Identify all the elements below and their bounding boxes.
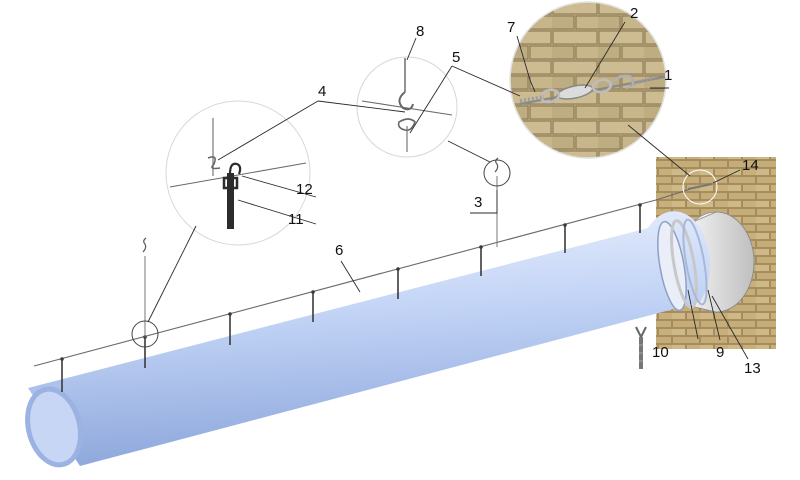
callout-4: 4 — [318, 83, 326, 100]
callout-9: 9 — [716, 344, 724, 361]
callout-3: 3 — [474, 194, 482, 211]
detail-marker-a — [131, 320, 159, 348]
callout-2: 2 — [630, 5, 638, 22]
callout-6: 6 — [335, 242, 343, 259]
callout-13: 13 — [744, 360, 761, 377]
zoom-detail-wire-hook — [356, 56, 458, 158]
flexible-duct — [28, 211, 710, 466]
detail-marker-c — [682, 169, 718, 205]
detail-marker-b — [483, 159, 511, 187]
zipper-icon — [635, 326, 647, 369]
leader-lines — [147, 21, 749, 360]
strap — [227, 173, 234, 229]
callout-1: 1 — [664, 67, 672, 84]
callout-10: 10 — [652, 344, 669, 361]
zoom-detail-hook-strap — [165, 100, 311, 246]
callout-12: 12 — [296, 181, 313, 198]
suspension-cable — [33, 199, 657, 367]
callout-8: 8 — [416, 23, 424, 40]
callout-14: 14 — [742, 157, 759, 174]
hanger-rods — [61, 205, 641, 392]
callout-7: 7 — [507, 19, 515, 36]
callout-11: 11 — [288, 211, 304, 228]
hook — [228, 162, 242, 175]
callout-5: 5 — [452, 49, 460, 66]
